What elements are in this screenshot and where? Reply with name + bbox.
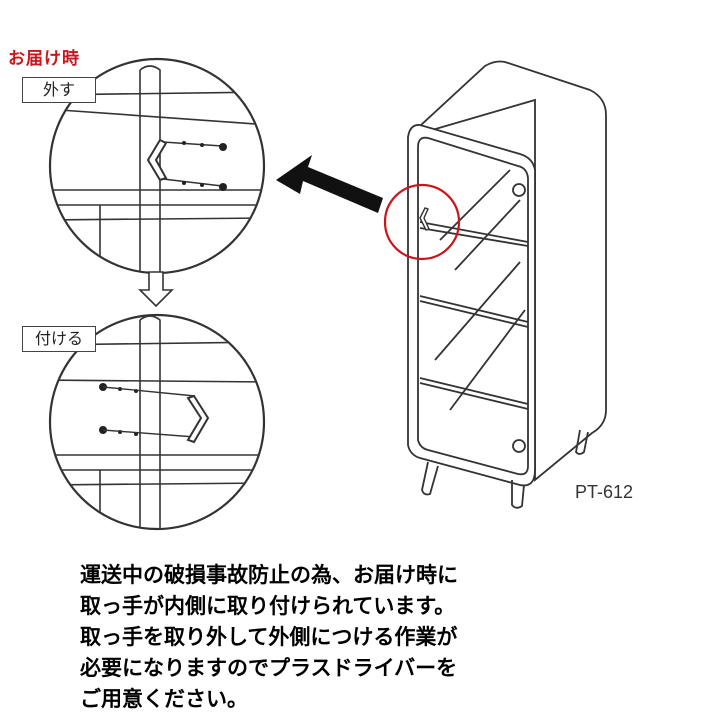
cabinet-illustration: [407, 60, 607, 509]
notice-text: 運送中の破損事故防止の為、お届け時に 取っ手が内側に取り付けられています。 取っ…: [80, 560, 680, 715]
notice-line: ご用意ください。: [80, 687, 248, 711]
delivery-label: お届け時: [8, 49, 80, 69]
notice-line: 取っ手を取り外して外側につける作業が: [80, 625, 458, 649]
model-number: PT-612: [575, 482, 634, 502]
attach-tag: 付ける: [22, 326, 96, 352]
handle-outer-bottom: [186, 394, 210, 444]
notice-line: 取っ手が内側に取り付けられています。: [80, 594, 456, 618]
down-arrow-icon: [138, 271, 174, 308]
highlight-circle: [383, 183, 461, 261]
remove-tag: 外す: [22, 77, 96, 103]
notice-line: 運送中の破損事故防止の為、お届け時に: [80, 563, 458, 587]
handle-inner-top: [146, 138, 168, 182]
left-arrow-icon: [276, 155, 383, 213]
notice-line: 必要になりますのでプラスドライバーを: [80, 656, 458, 680]
